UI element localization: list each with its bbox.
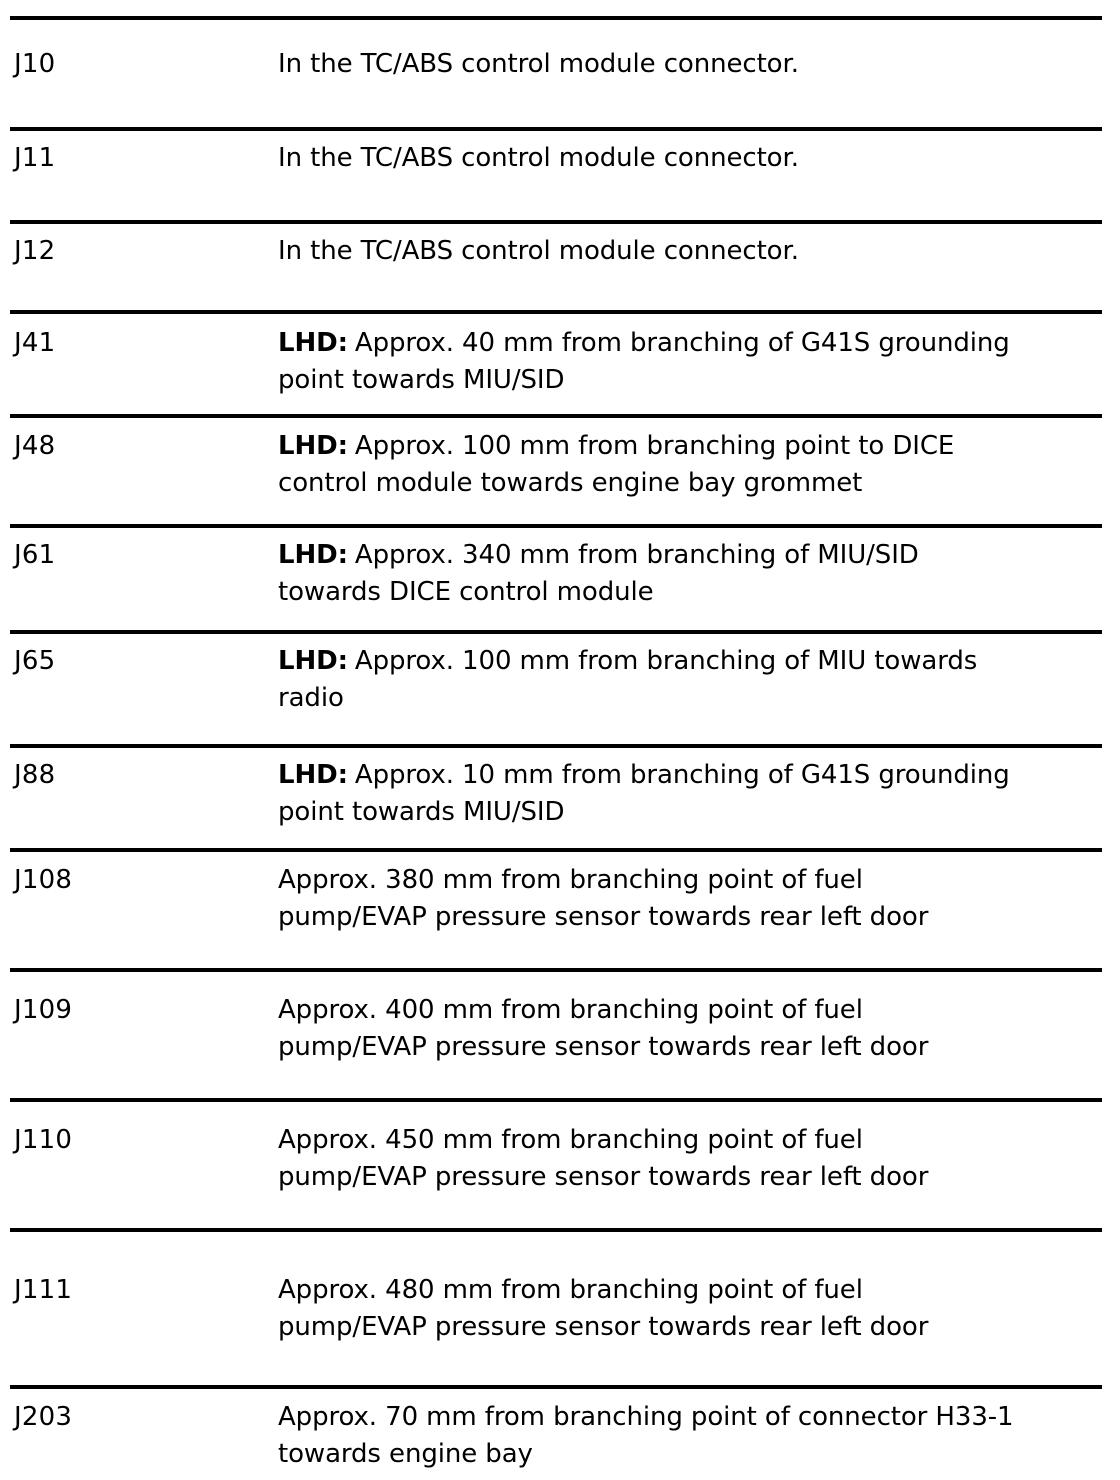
- row-separator-rule: [10, 220, 1102, 224]
- description-line-text: Approx. 380 mm from branching point of f…: [278, 865, 863, 895]
- row-separator-rule: [10, 414, 1102, 418]
- row-separator-rule: [10, 310, 1102, 314]
- description-line-text: Approx. 10 mm from branching of G41S gro…: [354, 760, 1010, 790]
- splice-reference-cell: J109: [14, 995, 73, 1025]
- splice-reference-cell: J111: [14, 1275, 73, 1305]
- drive-side-prefix: LHD:: [278, 540, 348, 570]
- description-line-text: In the TC/ABS control module connector.: [278, 49, 799, 79]
- location-description-cell: Approx. 380 mm from branching point of f…: [278, 862, 1090, 936]
- location-description-cell: LHD:Approx. 100 mm from branching of MIU…: [278, 643, 1090, 717]
- splice-reference-cell: J65: [14, 646, 56, 676]
- description-line: LHD:Approx. 40 mm from branching of G41S…: [278, 325, 1090, 362]
- description-line-text: pump/EVAP pressure sensor towards rear l…: [278, 1312, 929, 1342]
- location-description-cell: LHD:Approx. 40 mm from branching of G41S…: [278, 325, 1090, 399]
- splice-reference-cell: J61: [14, 540, 56, 570]
- description-line-text: Approx. 100 mm from branching of MIU tow…: [354, 646, 978, 676]
- splice-reference-cell: J110: [14, 1125, 73, 1155]
- row-separator-rule: [10, 968, 1102, 972]
- description-line: In the TC/ABS control module connector.: [278, 233, 1090, 270]
- location-description-cell: Approx. 480 mm from branching point of f…: [278, 1272, 1090, 1346]
- description-line: point towards MIU/SID: [278, 794, 1090, 831]
- description-line-text: Approx. 480 mm from branching point of f…: [278, 1275, 863, 1305]
- splice-reference-cell: J41: [14, 328, 56, 358]
- location-description-cell: In the TC/ABS control module connector.: [278, 233, 1090, 270]
- description-line-text: In the TC/ABS control module connector.: [278, 143, 799, 173]
- description-line: LHD:Approx. 10 mm from branching of G41S…: [278, 757, 1090, 794]
- description-line: towards DICE control module: [278, 574, 1090, 611]
- description-line-text: towards engine bay: [278, 1439, 533, 1469]
- description-line: LHD:Approx. 100 mm from branching of MIU…: [278, 643, 1090, 680]
- splice-reference-cell: J12: [14, 236, 56, 266]
- description-line-text: pump/EVAP pressure sensor towards rear l…: [278, 1162, 929, 1192]
- location-description-cell: LHD:Approx. 100 mm from branching point …: [278, 428, 1090, 502]
- description-line-text: towards DICE control module: [278, 577, 654, 607]
- row-separator-rule: [10, 744, 1102, 748]
- description-line: LHD:Approx. 100 mm from branching point …: [278, 428, 1090, 465]
- description-line: Approx. 480 mm from branching point of f…: [278, 1272, 1090, 1309]
- row-separator-rule: [10, 630, 1102, 634]
- location-description-cell: In the TC/ABS control module connector.: [278, 140, 1090, 177]
- description-line-text: In the TC/ABS control module connector.: [278, 236, 799, 266]
- drive-side-prefix: LHD:: [278, 760, 348, 790]
- description-line: Approx. 70 mm from branching point of co…: [278, 1399, 1090, 1436]
- description-line-text: control module towards engine bay gromme…: [278, 468, 863, 498]
- location-description-cell: In the TC/ABS control module connector.: [278, 46, 1090, 83]
- splice-reference-cell: J108: [14, 865, 73, 895]
- description-line-text: pump/EVAP pressure sensor towards rear l…: [278, 902, 929, 932]
- description-line: radio: [278, 680, 1090, 717]
- description-line: control module towards engine bay gromme…: [278, 465, 1090, 502]
- description-line-text: Approx. 340 mm from branching of MIU/SID: [354, 540, 919, 570]
- row-separator-rule: [10, 16, 1102, 20]
- description-line-text: point towards MIU/SID: [278, 365, 565, 395]
- description-line: pump/EVAP pressure sensor towards rear l…: [278, 1029, 1090, 1066]
- description-line: pump/EVAP pressure sensor towards rear l…: [278, 1159, 1090, 1196]
- description-line: Approx. 450 mm from branching point of f…: [278, 1122, 1090, 1159]
- description-line-text: point towards MIU/SID: [278, 797, 565, 827]
- location-description-cell: LHD:Approx. 10 mm from branching of G41S…: [278, 757, 1090, 831]
- splice-reference-cell: J48: [14, 431, 56, 461]
- row-separator-rule: [10, 1098, 1102, 1102]
- description-line-text: Approx. 70 mm from branching point of co…: [278, 1402, 1014, 1432]
- description-line: In the TC/ABS control module connector.: [278, 140, 1090, 177]
- location-description-cell: Approx. 400 mm from branching point of f…: [278, 992, 1090, 1066]
- description-line: point towards MIU/SID: [278, 362, 1090, 399]
- location-description-cell: Approx. 70 mm from branching point of co…: [278, 1399, 1090, 1473]
- description-line: In the TC/ABS control module connector.: [278, 46, 1090, 83]
- description-line-text: pump/EVAP pressure sensor towards rear l…: [278, 1032, 929, 1062]
- description-line-text: Approx. 100 mm from branching point to D…: [354, 431, 955, 461]
- description-line: Approx. 400 mm from branching point of f…: [278, 992, 1090, 1029]
- description-line: towards engine bay: [278, 1436, 1090, 1473]
- splice-reference-cell: J11: [14, 143, 56, 173]
- location-description-cell: Approx. 450 mm from branching point of f…: [278, 1122, 1090, 1196]
- description-line: pump/EVAP pressure sensor towards rear l…: [278, 1309, 1090, 1346]
- description-line-text: Approx. 40 mm from branching of G41S gro…: [354, 328, 1010, 358]
- splice-reference-cell: J10: [14, 49, 56, 79]
- row-separator-rule: [10, 848, 1102, 852]
- splice-reference-cell: J88: [14, 760, 56, 790]
- row-separator-rule: [10, 1228, 1102, 1232]
- description-line: LHD:Approx. 340 mm from branching of MIU…: [278, 537, 1090, 574]
- location-description-cell: LHD:Approx. 340 mm from branching of MIU…: [278, 537, 1090, 611]
- description-line-text: radio: [278, 683, 344, 713]
- row-separator-rule: [10, 1385, 1102, 1389]
- description-line: pump/EVAP pressure sensor towards rear l…: [278, 899, 1090, 936]
- drive-side-prefix: LHD:: [278, 646, 348, 676]
- description-line-text: Approx. 400 mm from branching point of f…: [278, 995, 863, 1025]
- description-line: Approx. 380 mm from branching point of f…: [278, 862, 1090, 899]
- row-separator-rule: [10, 127, 1102, 131]
- row-separator-rule: [10, 524, 1102, 528]
- drive-side-prefix: LHD:: [278, 431, 348, 461]
- drive-side-prefix: LHD:: [278, 328, 348, 358]
- splice-reference-cell: J203: [14, 1402, 73, 1432]
- description-line-text: Approx. 450 mm from branching point of f…: [278, 1125, 863, 1155]
